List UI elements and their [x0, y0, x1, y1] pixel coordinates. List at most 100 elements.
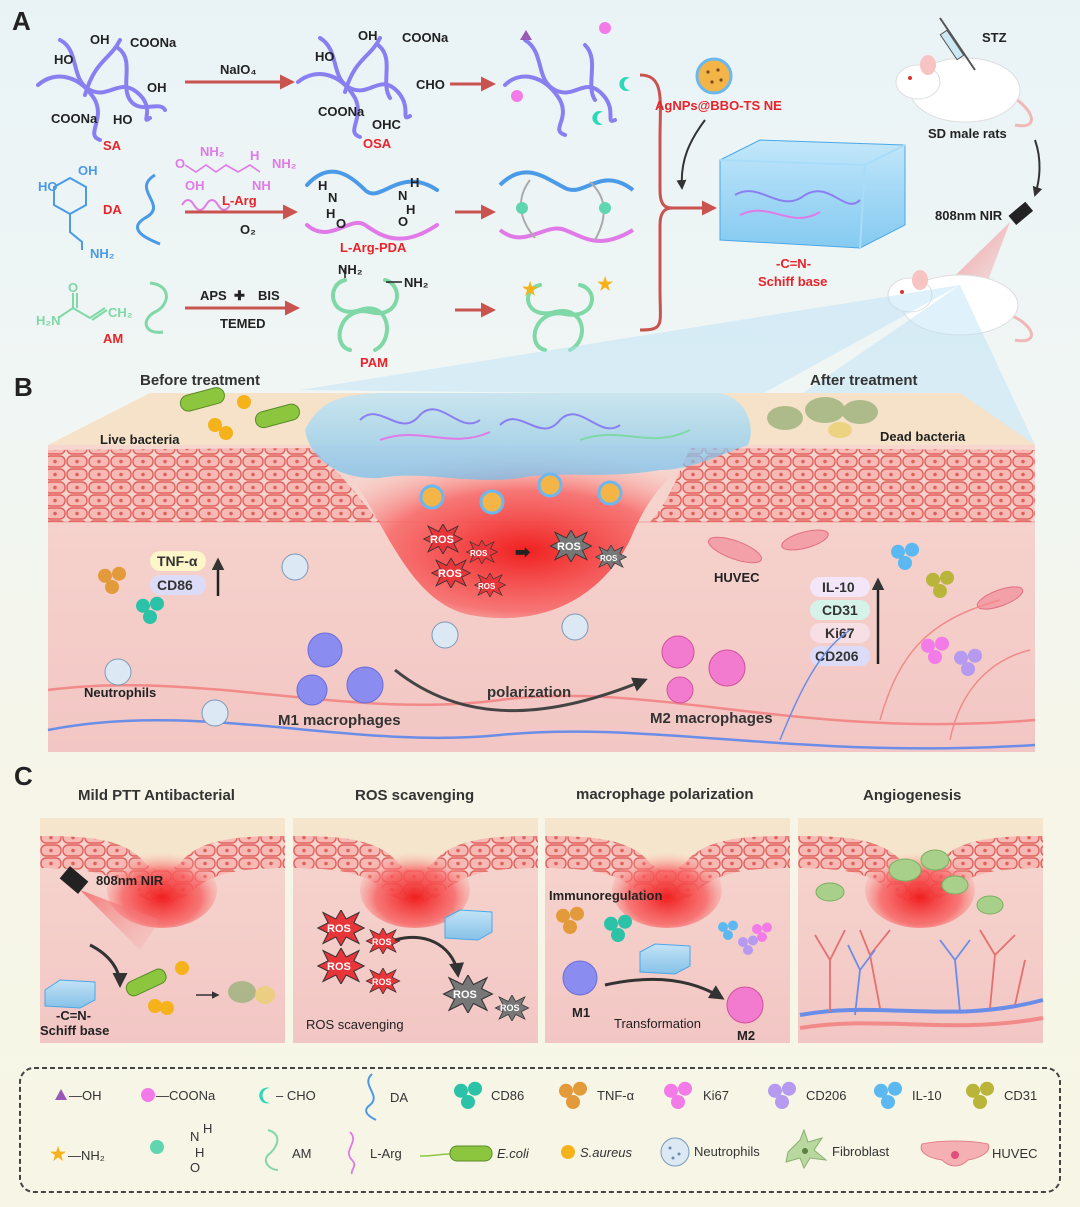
cytokine-ball [454, 1083, 468, 1098]
ki67-cluster-icon [664, 1081, 692, 1109]
saureus-icon [561, 1145, 575, 1159]
transformation-label: Transformation [614, 1016, 701, 1031]
ros-label: ROS [372, 977, 392, 987]
coona-icon [141, 1088, 155, 1102]
chem-label: H [326, 206, 335, 221]
cytokine-ball [762, 922, 772, 933]
cytokine-ball [905, 542, 919, 557]
cd86-badge [150, 575, 206, 595]
m1-macrophages [296, 632, 384, 706]
aldehyde-crescent-icon [259, 1087, 270, 1104]
blood-vessels [47, 599, 1036, 750]
dead-bacteria-label: Dead bacteria [880, 429, 966, 444]
m1-label: M1 macrophages [278, 712, 401, 729]
cytokine-ball [143, 610, 157, 624]
ros-label: ROS [430, 534, 454, 546]
panel-c: C Mild PTT Antibacterial ROS scavenging … [14, 761, 1044, 1043]
epidermis-cells-left [48, 448, 380, 522]
cytokine-clusters [98, 542, 982, 676]
cytokine-ball [105, 580, 119, 594]
hydroxyl-triangle-icon [55, 1089, 67, 1100]
chem-label: NH₂ [200, 144, 225, 159]
double-arrow-icon: ➡ [515, 542, 531, 562]
chem-label: OH [185, 178, 205, 193]
nir-label: 808nm NIR [96, 873, 164, 888]
laser-icon [1008, 201, 1034, 226]
ros-label: ROS [470, 549, 488, 558]
il10-cluster-icon [874, 1081, 902, 1109]
legend-label: – CHO [276, 1088, 316, 1103]
before-treatment-label: Before treatment [140, 372, 260, 389]
legend-label: —NH₂ [68, 1148, 105, 1163]
legend-label: Neutrophils [694, 1144, 760, 1159]
cd86-cluster-icon [454, 1081, 482, 1109]
rat-icon [895, 55, 1033, 128]
schiff-bond-label: -C=N- [776, 256, 811, 271]
amine-star-icon: ★ [597, 274, 614, 294]
cd31-cluster-icon [966, 1081, 994, 1109]
arrow [604, 977, 725, 1000]
m2-label: M2 macrophages [650, 710, 773, 727]
l-arg-pda-structure [305, 169, 439, 241]
chem-label: NH [252, 178, 271, 193]
live-bacteria-label: Live bacteria [100, 432, 180, 447]
agnps-group [419, 472, 623, 515]
ecoli-icon [449, 1145, 493, 1162]
cytokine-ball [136, 598, 150, 613]
legend-label: S.aureus [580, 1145, 633, 1160]
neutrophil-icon [281, 553, 309, 581]
chem-label: COONa [402, 30, 449, 45]
crosslinked-pda [498, 170, 635, 243]
schiff-bond-label: -C=N- [56, 1008, 91, 1023]
panel-label-b: B [14, 372, 33, 402]
chem-label: OH [147, 80, 167, 95]
sa-label: SA [103, 138, 122, 153]
l-arg-label: L-Arg [222, 193, 257, 208]
polarization-arrow [394, 668, 648, 713]
chem-label: NH₂ [404, 275, 429, 290]
tnf-cluster-icon [559, 1081, 587, 1109]
marker-badge [810, 577, 870, 597]
neutrophil-icon [561, 613, 589, 641]
amine-star-icon: ★ [50, 1144, 67, 1164]
stz-label: STZ [982, 30, 1007, 45]
chem-label: CHO [416, 77, 445, 92]
ki67-cluster-icon [921, 636, 949, 664]
marker-label: IL-10 [822, 579, 855, 595]
cd206-cluster-icon [954, 648, 982, 676]
ros-label: ROS [478, 582, 496, 591]
chem-label: H [410, 175, 419, 190]
cd31-cluster-icon [926, 570, 954, 598]
agnps-nanoemulsion-icon [695, 57, 733, 95]
neutrophil-icon [104, 658, 132, 686]
cytokine-ball [973, 1095, 987, 1109]
cytokine-ball [933, 584, 947, 598]
legend-border [19, 1067, 1061, 1193]
rats-label: SD male rats [928, 126, 1007, 141]
legend-label: —COONa [156, 1088, 216, 1103]
pda-bead-icon [150, 1140, 164, 1154]
plus-icon: ✚ [234, 288, 245, 303]
live-bacteria [179, 387, 300, 440]
cytokine-ball [888, 1081, 902, 1096]
cytokine-ball [678, 1081, 692, 1096]
immunoregulation-label: Immunoregulation [549, 888, 662, 903]
cytokine-ball [664, 1083, 678, 1098]
il10-cluster-icon [891, 542, 919, 570]
hydrogel-block [719, 139, 906, 249]
chem-label: O [68, 280, 78, 295]
neutrophil-icon [660, 1137, 690, 1167]
cytokine-ball [461, 1095, 475, 1109]
laser-icon [59, 866, 89, 894]
functionalized-osa [503, 22, 630, 137]
legend-label: CD206 [806, 1088, 846, 1103]
chem-label: COONa [318, 104, 365, 119]
dopamine-structure [53, 176, 87, 250]
chem-label: COONa [130, 35, 177, 50]
arrow [89, 943, 128, 988]
tnf-cluster-icon [98, 566, 126, 594]
marker-badge [810, 623, 870, 643]
aldehyde-crescent-icon [619, 77, 630, 91]
tnf-cluster-icon [556, 906, 584, 934]
chem-label: CH₂ [108, 305, 133, 320]
